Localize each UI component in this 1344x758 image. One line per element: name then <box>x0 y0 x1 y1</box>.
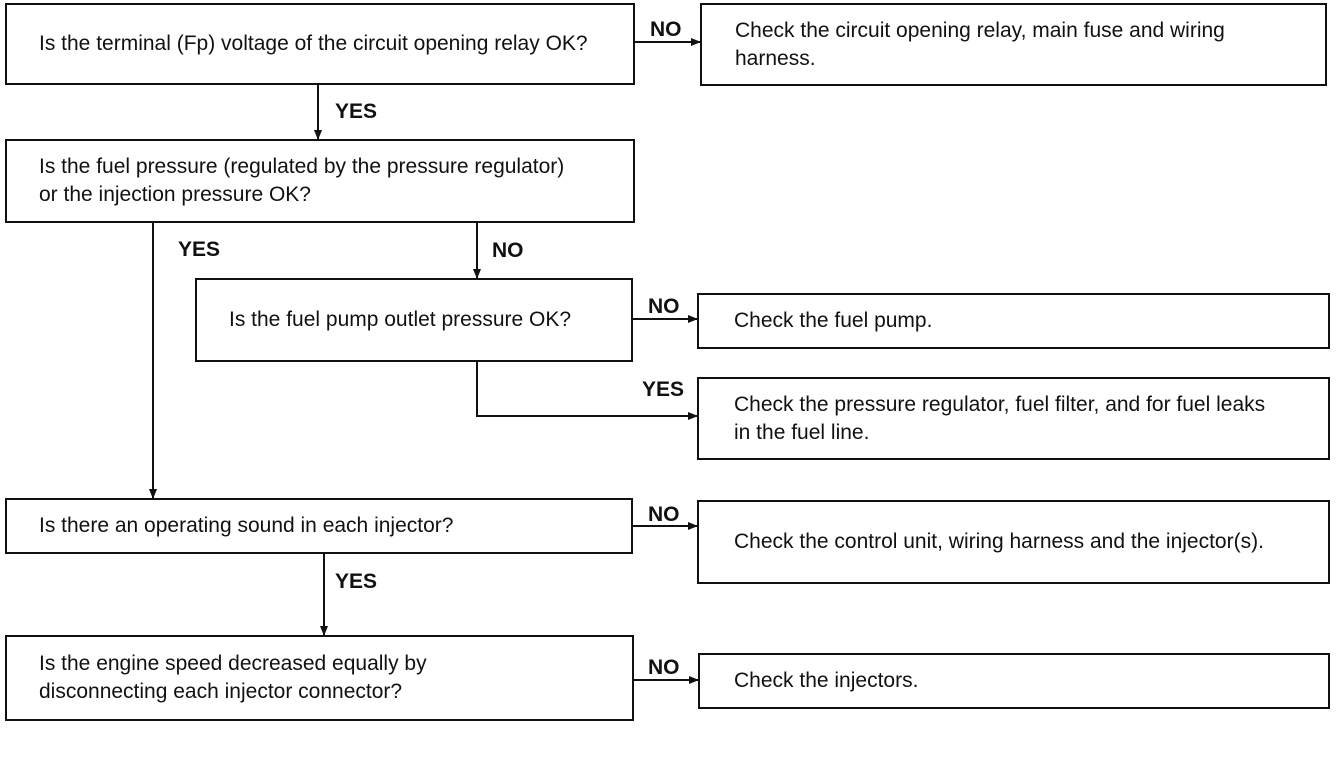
question-text: Is the fuel pump outlet pressure OK? <box>229 308 572 331</box>
action-text: Check the pressure regulator, fuel filte… <box>734 392 1266 444</box>
label-no: NO <box>648 656 680 679</box>
question-box-engine-speed: Is the engine speed decreased equally by… <box>5 635 634 721</box>
action-box-check-fuel-pump: Check the fuel pump. <box>697 293 1330 349</box>
label-no: NO <box>650 18 682 41</box>
question-box-terminal-voltage: Is the terminal (Fp) voltage of the circ… <box>5 3 635 85</box>
label-no: NO <box>648 503 680 526</box>
question-box-injector-sound: Is there an operating sound in each inje… <box>5 498 633 554</box>
question-text: Is the fuel pressure (regulated by the p… <box>39 155 565 206</box>
action-box-check-injectors: Check the injectors. <box>698 653 1330 709</box>
action-text: Check the control unit, wiring harness a… <box>734 530 1264 553</box>
arrow-q3-yes <box>476 361 698 420</box>
action-box-check-control-unit: Check the control unit, wiring harness a… <box>697 500 1330 584</box>
question-text: Is there an operating sound in each inje… <box>39 514 454 537</box>
question-box-fuel-pressure: Is the fuel pressure (regulated by the p… <box>5 139 635 223</box>
label-yes: YES <box>335 570 378 593</box>
question-text: Is the terminal (Fp) voltage of the circ… <box>39 32 588 55</box>
question-box-pump-outlet-pressure: Is the fuel pump outlet pressure OK? <box>195 278 633 362</box>
label-no: NO <box>492 239 524 262</box>
label-no: NO <box>648 295 680 318</box>
action-text: Check the injectors. <box>734 669 919 692</box>
action-text: Check the fuel pump. <box>734 309 933 332</box>
label-yes: YES <box>642 378 685 401</box>
label-yes: YES <box>335 100 378 123</box>
action-text: Check the circuit opening relay, main fu… <box>735 18 1225 70</box>
question-text: Is the engine speed decreased equally by… <box>39 652 427 703</box>
action-box-check-regulator: Check the pressure regulator, fuel filte… <box>697 377 1330 460</box>
action-box-check-relay: Check the circuit opening relay, main fu… <box>700 3 1327 86</box>
label-yes: YES <box>178 238 221 261</box>
